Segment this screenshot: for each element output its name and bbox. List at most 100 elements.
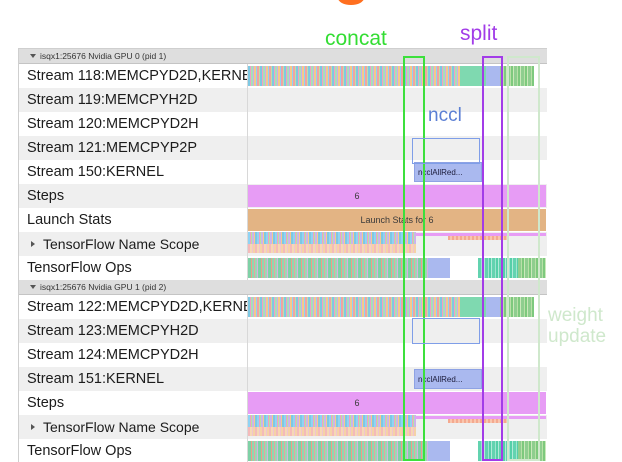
row-label-empty[interactable]: Stream 124:MEMCPYD2H [19,343,247,367]
tf-ops-teal-stripes[interactable] [478,258,518,278]
row-label-text: Launch Stats [27,212,112,228]
trace-row[interactable]: Stream 120:MEMCPYD2H [19,112,547,136]
trace-row[interactable]: TensorFlow Name Scope [19,415,547,439]
trace-row[interactable]: TensorFlow Ops [19,256,547,280]
row-label-scope[interactable]: TensorFlow Name Scope [19,415,247,439]
trace-row[interactable]: Stream 122:MEMCPYD2D,KERNEL,MI [19,295,547,319]
kernel-block-green-stripes[interactable] [500,297,534,317]
trace-row[interactable]: Stream 150:KERNEL ncclAllRed... [19,160,547,184]
annotation-concat: concat [325,27,387,50]
steps-bar[interactable]: 6 [248,392,546,414]
kernel-block-mint[interactable] [460,297,486,317]
name-scope-stripes[interactable] [248,232,416,244]
trace-row[interactable]: Steps 6 [19,184,547,208]
name-scope-peach-span[interactable] [448,236,508,240]
group-header-0[interactable]: isqx1:25676 Nvidia GPU 0 (pid 1) [19,49,547,64]
row-track: Launch Stats for 6 [247,208,547,232]
row-label-ops[interactable]: TensorFlow Ops [19,439,247,462]
row-track: ncclAllRed... [247,367,547,391]
tf-ops-block-periwinkle[interactable] [428,441,450,461]
bar-label: ncclAllRed... [418,167,463,177]
row-track [247,415,547,439]
launch-stats-bar[interactable]: Launch Stats for 6 [248,209,546,231]
nccl-allreduce-bar[interactable]: ncclAllRed... [414,162,482,182]
row-label-text: Stream 122:MEMCPYD2D,KERNEL,MI [27,299,247,315]
name-scope-stripes-lower[interactable] [248,244,416,253]
nccl-allreduce-bar[interactable]: ncclAllRed... [414,369,482,389]
trace-row[interactable]: Stream 119:MEMCPYH2D [19,88,547,112]
kernel-block-periwinkle[interactable] [486,66,500,86]
name-scope-span-line[interactable] [416,416,546,419]
trace-row[interactable]: TensorFlow Ops [19,439,547,462]
trace-row[interactable]: Stream 123:MEMCPYH2D [19,319,547,343]
row-track [247,136,547,160]
row-label-steps[interactable]: Steps [19,184,247,208]
row-track [247,256,547,280]
tf-ops-green-stripes[interactable] [518,258,546,278]
trace-row[interactable]: Stream 118:MEMCPYD2D,KERNEL,ME [19,64,547,88]
annotation-nccl: nccl [428,105,462,126]
bar-label: 6 [354,191,360,201]
group-header-1[interactable]: isqx1:25676 Nvidia GPU 1 (pid 2) [19,280,547,295]
row-label-text: Steps [27,188,65,204]
tf-ops-green-stripes[interactable] [518,441,546,461]
group-header-label: isqx1:25676 Nvidia GPU 0 (pid 1) [40,51,167,61]
tf-ops-stripes[interactable] [248,441,428,461]
tf-ops-teal-stripes[interactable] [478,441,518,461]
chevron-right-icon[interactable] [31,424,35,430]
row-label-text: TensorFlow Name Scope [43,236,200,252]
annotation-split: split [460,22,498,45]
trace-row[interactable]: Stream 124:MEMCPYD2H [19,343,547,367]
row-label-text: Stream 119:MEMCPYH2D [27,92,198,108]
annotation-weight-line2: update [548,326,607,347]
row-label-text: TensorFlow Ops [27,260,132,276]
name-scope-span-line[interactable] [416,233,546,236]
name-scope-stripes-lower[interactable] [248,427,416,436]
name-scope-peach-span[interactable] [448,419,508,423]
trace-row[interactable]: Stream 121:MEMCPYP2P [19,136,547,160]
chevron-right-icon[interactable] [31,241,35,247]
row-label-ops[interactable]: TensorFlow Ops [19,256,247,280]
row-label-launch[interactable]: Launch Stats [19,208,247,232]
row-label-nccl[interactable]: Stream 151:KERNEL [19,367,247,391]
trace-row[interactable]: TensorFlow Name Scope [19,232,547,256]
row-label-kernel-dense[interactable]: Stream 122:MEMCPYD2D,KERNEL,MI [19,295,247,319]
bar-label: Launch Stats for 6 [360,215,434,225]
name-scope-stripes[interactable] [248,415,416,427]
kernel-block-periwinkle[interactable] [486,297,500,317]
row-label-nccl[interactable]: Stream 150:KERNEL [19,160,247,184]
row-track [247,295,547,319]
kernel-activity-stripes[interactable] [248,66,460,86]
row-track: ncclAllRed... [247,160,547,184]
row-label-text: Stream 151:KERNEL [27,371,165,387]
trace-row[interactable]: Steps 6 [19,391,547,415]
annotation-weight-update: weight update [548,305,606,347]
row-label-steps[interactable]: Steps [19,391,247,415]
row-label-scope[interactable]: TensorFlow Name Scope [19,232,247,256]
chevron-down-icon[interactable] [30,285,36,289]
row-track [247,64,547,88]
row-label-empty[interactable]: Stream 119:MEMCPYH2D [19,88,247,112]
trace-row[interactable]: Stream 151:KERNEL ncclAllRed... [19,367,547,391]
row-label-text: Stream 150:KERNEL [27,164,165,180]
row-track [247,319,547,343]
steps-bar[interactable]: 6 [248,185,546,207]
row-label-text: Stream 123:MEMCPYH2D [27,323,199,339]
kernel-activity-stripes[interactable] [248,297,460,317]
row-label-empty[interactable]: Stream 121:MEMCPYP2P [19,136,247,160]
trace-viewer-panel[interactable]: isqx1:25676 Nvidia GPU 0 (pid 1) Stream 1… [18,48,547,462]
tf-ops-stripes[interactable] [248,258,428,278]
row-label-empty[interactable]: Stream 120:MEMCPYD2H [19,112,247,136]
row-label-kernel-dense[interactable]: Stream 118:MEMCPYD2D,KERNEL,ME [19,64,247,88]
row-label-text: Stream 124:MEMCPYD2H [27,347,199,363]
trace-row[interactable]: Launch Stats Launch Stats for 6 [19,208,547,232]
row-track: 6 [247,184,547,208]
kernel-block-green-stripes[interactable] [500,66,534,86]
tf-ops-block-periwinkle[interactable] [428,258,450,278]
row-track [247,343,547,367]
row-label-text: Steps [27,395,65,411]
kernel-block-mint[interactable] [460,66,486,86]
row-label-empty[interactable]: Stream 123:MEMCPYH2D [19,319,247,343]
annotation-weight-line1: weight [548,305,603,326]
chevron-down-icon[interactable] [30,54,36,58]
